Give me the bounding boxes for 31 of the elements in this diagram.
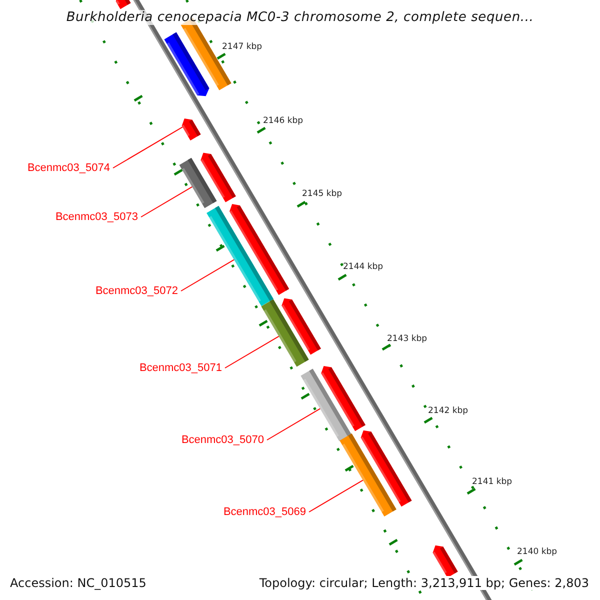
- leader-line: [180, 259, 235, 292]
- gene-feature: [432, 545, 458, 578]
- leader-line: [140, 186, 193, 218]
- gene-label: Bcenmc03_5072: [95, 285, 178, 297]
- accession-text: Accession: NC_010515: [9, 576, 148, 590]
- gene-label: Bcenmc03_5073: [55, 211, 138, 223]
- position-label: 2141 kbp: [472, 477, 512, 487]
- gene-label: Bcenmc03_5070: [181, 434, 264, 446]
- gene-label: Bcenmc03_5074: [27, 162, 110, 174]
- feature-bar: [179, 158, 217, 208]
- leader-line: [224, 336, 280, 368]
- leader-line: [266, 408, 321, 440]
- gene-feature: [182, 118, 201, 141]
- position-label: 2142 kbp: [428, 406, 468, 416]
- position-label: 2146 kbp: [263, 116, 304, 126]
- position-label: 2140 kbp: [517, 547, 558, 557]
- leader-line: [112, 126, 183, 168]
- feature-bar: [340, 434, 396, 516]
- feature-bar: [261, 299, 309, 367]
- leader-line: [308, 480, 364, 512]
- gene-label: Bcenmc03_5071: [139, 362, 222, 374]
- gene-feature: [116, 0, 131, 10]
- gene-label: Bcenmc03_5069: [223, 506, 306, 518]
- summary-text: Topology: circular; Length: 3,213,911 bp; Genes: 2,803: [258, 576, 590, 590]
- feature-bar: [300, 368, 352, 442]
- position-label: 2143 kbp: [387, 334, 428, 344]
- position-label: 2144 kbp: [343, 262, 384, 272]
- position-label: 2145 kbp: [302, 189, 342, 199]
- feature-bar: [206, 206, 274, 306]
- position-label: 2147 kbp: [222, 42, 262, 52]
- gene-feature: [164, 32, 210, 96]
